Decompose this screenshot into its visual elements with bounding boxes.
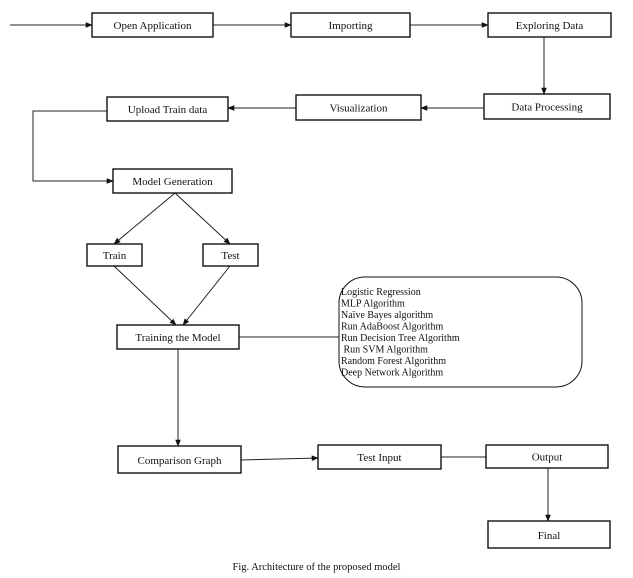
node-model-generation-label: Model Generation — [132, 176, 213, 188]
algorithm-item: Naïve Bayes algorithm — [341, 310, 433, 321]
node-training-the-model: Training the Model — [116, 324, 240, 350]
node-final: Final — [487, 520, 611, 549]
node-upload-train-data-label: Upload Train data — [128, 104, 208, 116]
figure-caption: Fig. Architecture of the proposed model — [233, 562, 401, 573]
node-output-label: Output — [532, 452, 563, 464]
node-test-input-label: Test Input — [357, 452, 401, 464]
edge-model-generation-to-train — [113, 192, 176, 245]
algorithm-item: Run SVM Algorithm — [341, 345, 428, 356]
node-comparison-graph-label: Comparison Graph — [137, 455, 222, 467]
node-data-processing-label: Data Processing — [511, 102, 583, 114]
edge-test-to-training-the-model — [182, 265, 231, 326]
node-test-input: Test Input — [317, 444, 442, 470]
node-exploring-data: Exploring Data — [487, 12, 612, 38]
node-importing-label: Importing — [329, 20, 373, 32]
edge-model-generation-to-test — [174, 192, 231, 245]
node-upload-train-data: Upload Train data — [106, 96, 229, 122]
edge-train-to-training-the-model — [113, 265, 177, 326]
node-train: Train — [86, 243, 143, 267]
node-output: Output — [485, 444, 609, 469]
algorithm-item: Deep Network Algorithm — [341, 368, 443, 379]
algorithm-item: Run AdaBoost Algorithm — [341, 322, 443, 333]
algorithm-item: Run Decision Tree Algorithm — [341, 333, 460, 344]
node-visualization-label: Visualization — [330, 103, 388, 115]
algorithm-item: MLP Algorithm — [341, 299, 405, 310]
node-final-label: Final — [538, 530, 561, 542]
node-open-application: Open Application — [91, 12, 214, 38]
node-importing: Importing — [290, 12, 411, 38]
edge-comparison-graph-to-test-input — [240, 455, 319, 461]
node-exploring-data-label: Exploring Data — [516, 20, 584, 32]
node-test: Test — [202, 243, 259, 267]
node-train-label: Train — [103, 250, 127, 262]
node-data-processing: Data Processing — [483, 93, 611, 120]
algorithm-item: Logistic Regression — [341, 287, 421, 298]
node-model-generation: Model Generation — [112, 168, 233, 194]
node-visualization: Visualization — [295, 94, 422, 121]
node-comparison-graph: Comparison Graph — [117, 445, 242, 474]
edges — [10, 22, 551, 522]
node-open-application-label: Open Application — [114, 20, 192, 32]
algorithm-item: Random Forest Algorithm — [341, 356, 446, 367]
node-test-label: Test — [221, 250, 239, 262]
node-training-the-model-label: Training the Model — [135, 332, 220, 344]
edge-upload-train-data-to-model-generation — [32, 110, 114, 184]
